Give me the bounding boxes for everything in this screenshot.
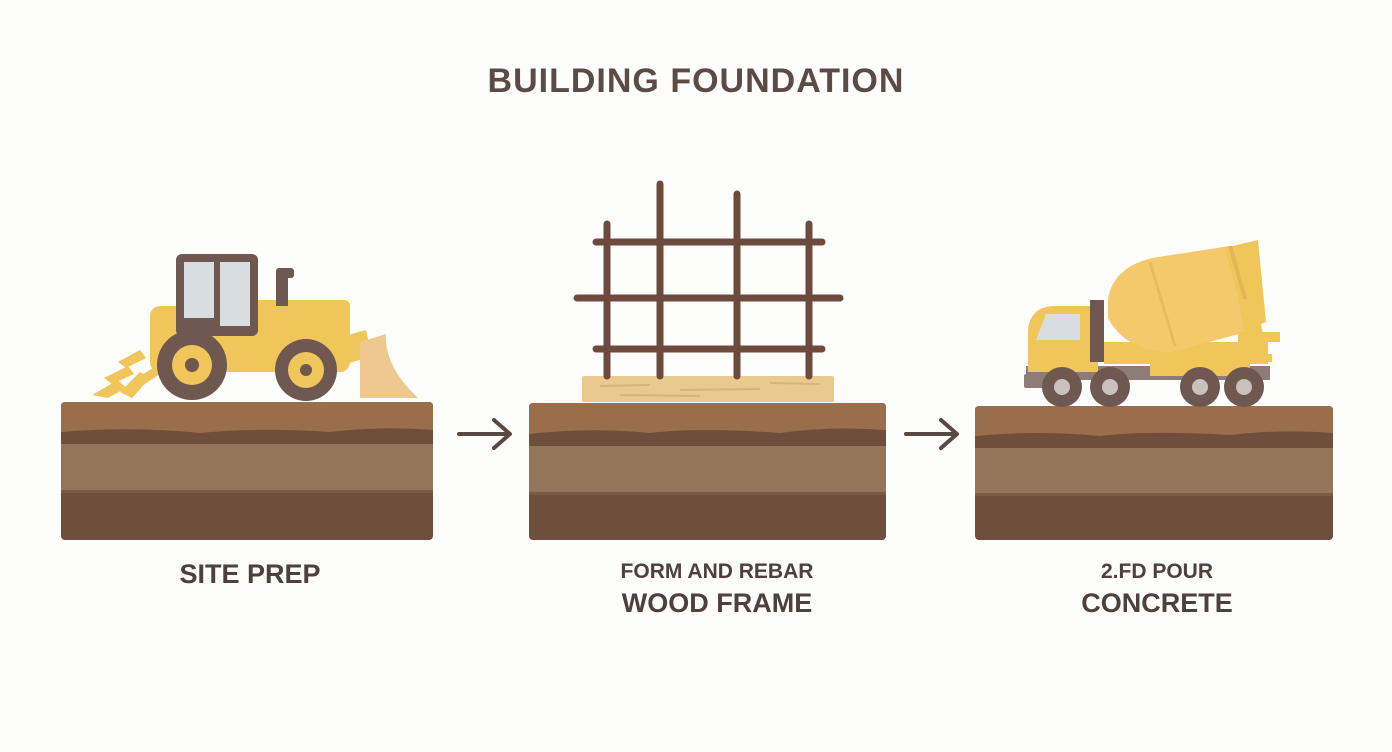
rebar-grid-icon: [573, 180, 844, 380]
arrow-right-icon: [904, 418, 959, 450]
soil-block-site-prep: [61, 402, 433, 540]
step-sublabel-form-and-rebar: FORM AND REBAR: [620, 560, 814, 583]
arrow-right-icon: [457, 418, 512, 450]
soil-block-concrete: [975, 406, 1333, 540]
wood-form-icon: [582, 376, 834, 402]
step-label-concrete: CONCRETE: [1081, 588, 1233, 618]
step-sublabel-pour: 2.FD POUR: [1100, 560, 1213, 583]
concrete-mixer-truck-icon: [1024, 240, 1280, 407]
bulldozer-icon: [92, 254, 418, 401]
soil-block-wood-frame: [529, 403, 886, 540]
step-label-wood-frame: WOOD FRAME: [621, 588, 813, 618]
step-label-site-prep: SITE PREP: [179, 559, 321, 589]
diagram-title: BUILDING FOUNDATION: [487, 62, 905, 100]
